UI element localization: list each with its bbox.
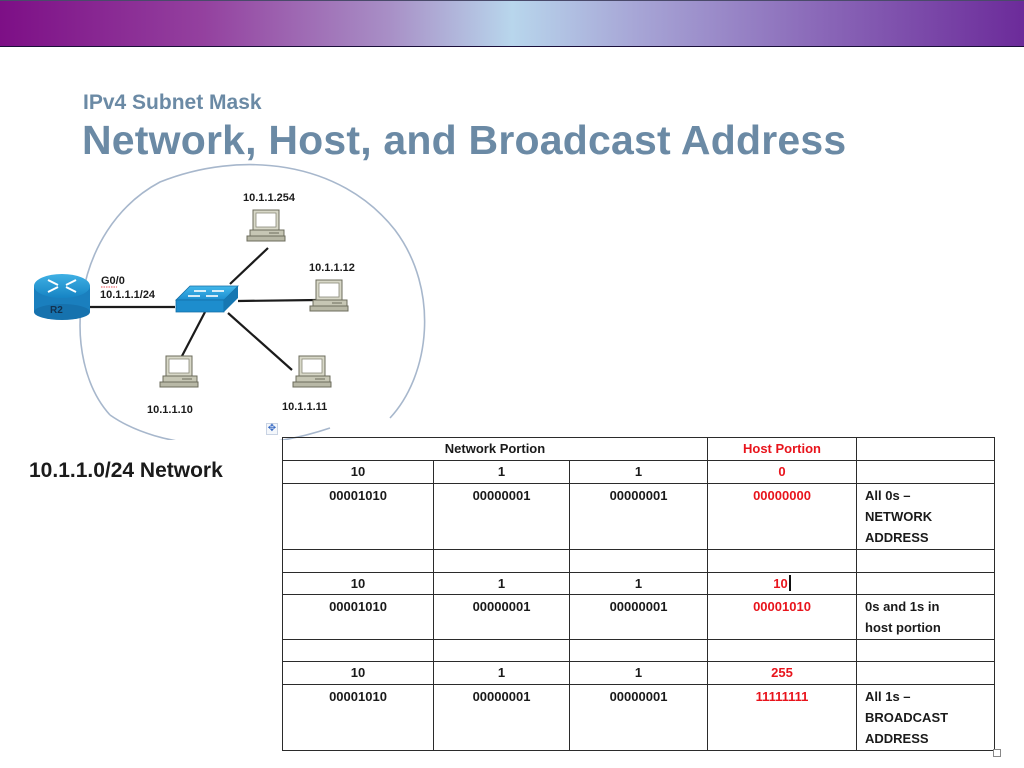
octet-2-binary: 00000001: [433, 483, 570, 550]
note-line: ADDRESS: [865, 530, 929, 545]
table-row-decimal: 10 1 1 10: [282, 572, 995, 595]
octet-2-decimal: 1: [433, 572, 570, 595]
octet-3-decimal: 1: [569, 572, 708, 595]
octet-2-decimal: 1: [433, 661, 570, 685]
table-row-spacer: [282, 639, 995, 662]
router-interface-label: G0/0: [101, 275, 125, 287]
note-line: All 1s –: [865, 689, 911, 704]
octet-4-decimal: 255: [707, 661, 857, 685]
router-icon: R2: [34, 274, 90, 320]
octet-1-decimal: 10: [282, 572, 434, 595]
table-row-binary: 00001010 00000001 00000001 00000000 All …: [282, 483, 995, 550]
octet-3-decimal: 1: [569, 661, 708, 685]
octet-4-binary: 11111111: [707, 684, 857, 751]
octet-1-binary: 00001010: [282, 594, 434, 640]
note-line: 0s and 1s in: [865, 599, 940, 614]
octet-4-binary: 00000000: [707, 483, 857, 550]
slide-title: Network, Host, and Broadcast Address: [82, 117, 847, 163]
blank-cell: [856, 639, 995, 662]
note-line: NETWORK: [865, 509, 933, 524]
blank-cell: [856, 549, 995, 573]
note-line: All 0s –: [865, 488, 911, 503]
octet-2-binary: 00000001: [433, 684, 570, 751]
table-row-spacer: [282, 549, 995, 573]
blank-cell: [433, 549, 570, 573]
router-interface-ip: 10.1.1.1/24: [100, 289, 156, 301]
host-ip-label: 10.1.1.10: [147, 404, 193, 416]
blank-cell: [569, 639, 708, 662]
blank-cell: [707, 639, 857, 662]
blank-cell: [282, 549, 434, 573]
table-row-binary: 00001010 00000001 00000001 11111111 All …: [282, 684, 995, 751]
table-row-binary: 00001010 00000001 00000001 00001010 0s a…: [282, 594, 995, 640]
network-label: 10.1.1.0/24 Network: [29, 459, 223, 482]
blank-cell: [707, 549, 857, 573]
pc-icon-host-4: [292, 355, 332, 388]
octet-4-decimal-cell[interactable]: 10: [707, 572, 857, 595]
note-line: ADDRESS: [865, 731, 929, 746]
switch-icon: [175, 285, 239, 313]
network-portion-header: Network Portion: [282, 437, 708, 461]
pc-icon-host-3: [159, 355, 199, 388]
table-row-decimal: 10 1 1 0: [282, 460, 995, 484]
slide-header-banner: [0, 0, 1024, 47]
blank-cell: [856, 661, 995, 685]
blank-cell: [569, 549, 708, 573]
octet-1-binary: 00001010: [282, 684, 434, 751]
slide-subtitle: IPv4 Subnet Mask: [83, 91, 262, 114]
table-move-handle-icon[interactable]: ✥: [266, 423, 278, 435]
text-cursor: [788, 575, 791, 591]
note-line: BROADCAST: [865, 710, 949, 725]
network-diagram: R2 G0/0 10.1.1.1/24 10.1.1.254 10.1.1.12…: [34, 163, 426, 440]
octet-1-decimal: 10: [282, 661, 434, 685]
octet-1-decimal: 10: [282, 460, 434, 484]
host-ip-label: 10.1.1.254: [243, 192, 296, 204]
blank-cell: [856, 460, 995, 484]
host-ip-label: 10.1.1.12: [309, 262, 355, 274]
blank-cell: [433, 639, 570, 662]
network-links: [90, 247, 319, 371]
octet-4-binary: 00001010: [707, 594, 857, 640]
table-header-row: Network Portion Host Portion: [282, 437, 995, 461]
host-portion-header: Host Portion: [707, 437, 857, 461]
blank-cell: [282, 639, 434, 662]
table-row-decimal: 10 1 1 255: [282, 661, 995, 685]
header-blank-cell: [856, 437, 995, 461]
octet-3-binary: 00000001: [569, 483, 708, 550]
router-label: R2: [50, 305, 63, 316]
octet-2-binary: 00000001: [433, 594, 570, 640]
address-type-note: All 1s – BROADCAST ADDRESS: [856, 684, 995, 751]
note-line: host portion: [865, 620, 941, 635]
address-type-note: All 0s – NETWORK ADDRESS: [856, 483, 995, 550]
pc-icon-host-2: [309, 279, 349, 312]
octet-3-binary: 00000001: [569, 684, 708, 751]
pc-icon-host-1: [246, 209, 286, 242]
octet-2-decimal: 1: [433, 460, 570, 484]
subnet-address-table: Network Portion Host Portion 10 1 1 0 00…: [282, 437, 995, 751]
octet-1-binary: 00001010: [282, 483, 434, 550]
table-resize-handle[interactable]: [993, 749, 1001, 757]
blank-cell: [856, 572, 995, 595]
octet-4-decimal: 10: [773, 576, 788, 591]
octet-3-binary: 00000001: [569, 594, 708, 640]
address-type-note: 0s and 1s in host portion: [856, 594, 995, 640]
octet-3-decimal: 1: [569, 460, 708, 484]
octet-4-decimal: 0: [707, 460, 857, 484]
host-ip-label: 10.1.1.11: [282, 401, 327, 413]
